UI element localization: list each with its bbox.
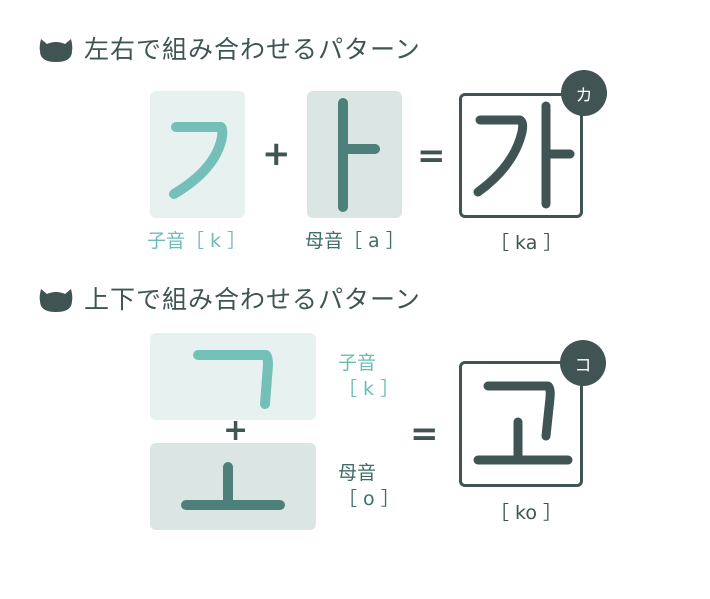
cat-head-icon (39, 289, 73, 312)
plus-operator: + (262, 134, 291, 174)
kana-reading-bubble: コ (560, 340, 606, 386)
equals-operator: = (410, 414, 439, 454)
vowel-label: 母音 ［ o ］ (338, 462, 400, 510)
result-syllable-box (459, 361, 583, 487)
vowel-o-glyph (181, 462, 285, 510)
section-title: 左右で組み合わせるパターン (84, 35, 421, 64)
result-romanization: ［ ko ］ (490, 502, 563, 524)
consonant-box (150, 91, 245, 218)
result-syllable-box (459, 93, 583, 218)
kana-reading-bubble: カ (561, 70, 607, 116)
result-romanization: ［ ka ］ (490, 232, 563, 254)
section-heading-top-bottom: 上下で組み合わせるパターン (38, 280, 421, 316)
section-heading-left-right: 左右で組み合わせるパターン (38, 30, 421, 66)
vowel-box (150, 443, 316, 530)
result-ga-glyph (473, 101, 575, 209)
consonant-label: 子音［ k ］ (147, 230, 247, 252)
vowel-box (307, 91, 402, 218)
vowel-label: 母音［ a ］ (305, 230, 405, 252)
vowel-a-glyph (338, 98, 380, 212)
equals-operator: = (417, 136, 446, 176)
consonant-label: 子音 ［ k ］ (338, 352, 400, 400)
section-title: 上下で組み合わせるパターン (84, 285, 421, 314)
result-go-glyph (473, 381, 573, 465)
consonant-giyeok-glyph (169, 122, 228, 199)
consonant-box (150, 333, 316, 420)
cat-head-icon (39, 39, 73, 62)
plus-operator: + (223, 413, 249, 448)
consonant-giyeok-glyph (193, 350, 273, 409)
